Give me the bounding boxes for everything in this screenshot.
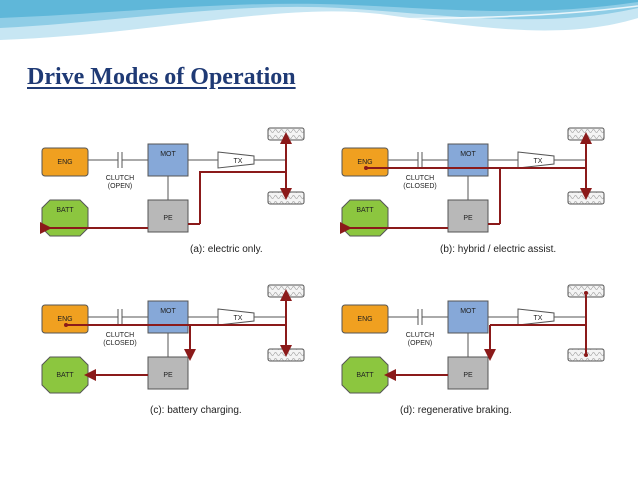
power-electronics-box (147, 199, 189, 233)
engine-label: ENG (57, 159, 72, 166)
panel-regenerative-braking: ENG CLUTCH (OPEN) MOT TX PE BATT (d): re… (341, 284, 605, 416)
panel-battery-charging: ENG CLUTCH (CLOSED) MOT TX PE BATT (c): … (41, 284, 305, 416)
panel-caption: (c): battery charging. (150, 405, 242, 416)
clutch-label: CLUTCH (106, 175, 134, 182)
power-electronics-box (447, 356, 489, 390)
battery-label: BATT (356, 207, 374, 214)
transmission-shape (217, 151, 255, 169)
transmission-label: TX (534, 315, 543, 322)
power-electronics-label: PE (163, 372, 173, 379)
power-flow-path (199, 134, 286, 224)
clutch-state: (CLOSED) (103, 340, 136, 347)
clutch-state: (CLOSED) (403, 183, 436, 190)
panel-caption: (d): regenerative braking. (400, 405, 512, 416)
power-electronics-label: PE (163, 215, 173, 222)
transmission-shape (517, 151, 555, 169)
engine-box (41, 147, 89, 177)
transmission-label: TX (534, 158, 543, 165)
panel-electric-only: ENG CLUTCH (OPEN) MOT TX PE BATT (a): el… (40, 127, 305, 255)
transmission-label: TX (234, 158, 243, 165)
panel-hybrid-electric-assist: ENG CLUTCH (CLOSED) MOT TX PE BATT (b): … (340, 127, 605, 255)
clutch-label: CLUTCH (406, 175, 434, 182)
motor-label: MOT (460, 308, 476, 315)
motor-label: MOT (160, 308, 176, 315)
slide-title: Drive Modes of Operation (27, 64, 296, 90)
power-electronics-box (147, 356, 189, 390)
drive-modes-diagram: ENG CLUTCH (OPEN) MOT TX PE BATT (a): el… (40, 127, 605, 416)
engine-label: ENG (357, 159, 372, 166)
transmission-shape (217, 308, 255, 326)
clutch-label: CLUTCH (406, 332, 434, 339)
battery-box (41, 199, 89, 237)
motor-box (147, 143, 189, 177)
power-electronics-label: PE (463, 372, 473, 379)
power-electronics-box (447, 199, 489, 233)
transmission-shape (517, 308, 555, 326)
power-electronics-label: PE (463, 215, 473, 222)
engine-label: ENG (57, 316, 72, 323)
battery-label: BATT (56, 372, 74, 379)
battery-label: BATT (56, 207, 74, 214)
header-wave-decoration (0, 0, 638, 40)
panel-caption: (b): hybrid / electric assist. (440, 244, 556, 255)
engine-box (341, 304, 389, 334)
clutch-label: CLUTCH (106, 332, 134, 339)
clutch-state: (OPEN) (408, 340, 433, 347)
panel-caption: (a): electric only. (190, 244, 263, 255)
engine-label: ENG (357, 316, 372, 323)
motor-label: MOT (460, 151, 476, 158)
clutch-state: (OPEN) (108, 183, 133, 190)
motor-box (147, 300, 189, 334)
battery-label: BATT (356, 372, 374, 379)
transmission-label: TX (234, 315, 243, 322)
battery-box (341, 199, 389, 237)
battery-box (41, 356, 89, 394)
motor-label: MOT (160, 151, 176, 158)
motor-box (447, 300, 489, 334)
motor-box (447, 143, 489, 177)
battery-box (341, 356, 389, 394)
